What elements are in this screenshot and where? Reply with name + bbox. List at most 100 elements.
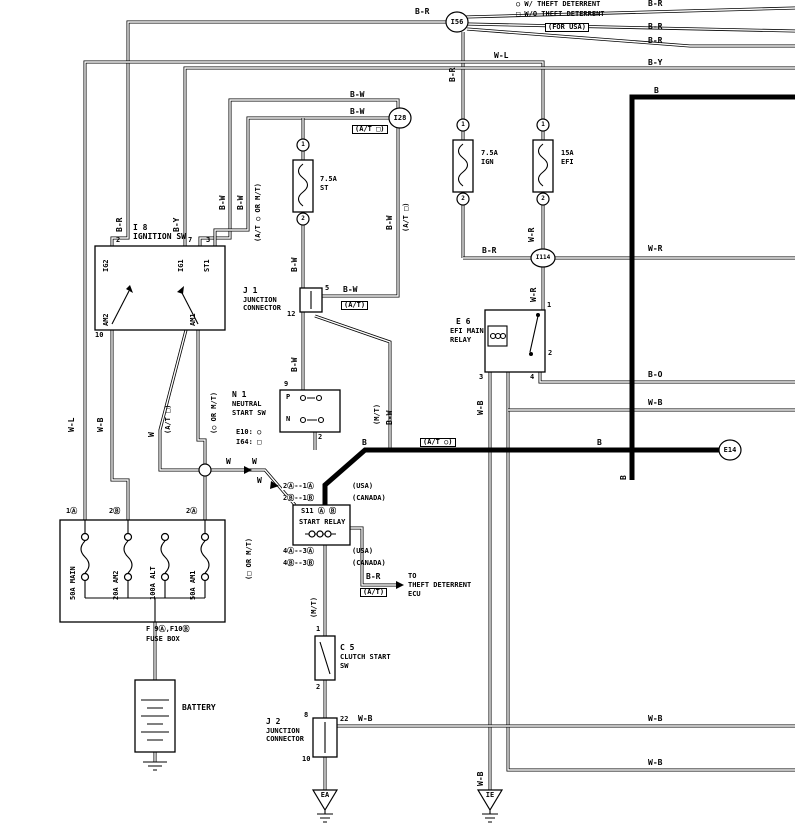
ground-icon [143,761,167,771]
w-arrow-icon [244,466,252,474]
fuse-st-rating: 7.5A [320,175,337,183]
ignition-sw-id: I 8 [133,223,148,232]
w-arrow-icon [270,481,279,489]
annotation-canada: (CANADA) [352,559,386,567]
c5-name1: CLUTCH START [340,653,391,661]
wire-label-bw: B-W [236,195,245,210]
connector-i114-label: I114 [535,254,551,261]
pin-label: 10 [95,331,104,339]
wire-label-br: B-R [648,36,663,45]
wire-label-wb: W-B [476,771,485,786]
connector-i56 [445,11,469,33]
n1-box [279,389,341,433]
battery-label: BATTERY [182,703,216,712]
annotation-mt: (M/T) [310,596,318,618]
terminal-number: 1 [461,121,465,128]
wire-label-bw: B-W [290,357,299,372]
annotation-usa: (USA) [352,482,374,490]
pin-label: 9 [284,380,289,388]
annotation-usa: (USA) [352,547,374,555]
j1-name2: CONNECTOR [243,304,281,312]
wire-label-wb: W-B [648,758,663,767]
wire-label-bw: B-W [343,285,358,294]
fuse-name-100a-alt: 100A ALT [149,566,157,600]
terminal [536,118,550,132]
for-usa-tag: (FOR USA) [545,23,589,32]
fuse-box-name: FUSE BOX [146,635,180,643]
legend-without-theft: □ W/O THEFT DETERRENT [516,10,605,18]
junction-node [198,463,212,477]
fuse-efi-box [532,139,554,193]
annotation-at-c: (A/T ○) [420,438,456,447]
wire-label-br: B-R [482,246,497,255]
terminal-number: 1 [541,121,545,128]
wire-label-by: B-Y [172,217,181,232]
wire-label-br: B-R [448,67,457,82]
annotation-mt: (M/T) [373,403,381,425]
e6-relay-box [484,309,546,373]
fuse-element [200,540,210,574]
wire-label-wl: W-L [494,51,509,60]
ground-icon [482,810,498,823]
pin-label: 2 [548,349,553,357]
pin-label: 2 [116,236,121,244]
annotation-at: (A/T) [360,588,388,597]
wire-label-bw: B-W [350,90,365,99]
connector-i114 [530,248,556,268]
fuse-name-20a-am2: 20A AM2 [112,570,120,600]
wire-label-b: B [619,475,628,480]
n1-position-p: P [286,393,291,401]
wire-label-wb: W-B [96,417,105,432]
wire-label-wb: W-B [476,400,485,415]
fuse-efi-name: EFI [561,158,574,166]
terminal [456,192,470,206]
fuse-name-50a-main: 50A MAIN [69,566,77,600]
n1-name1: NEUTRAL [232,400,262,408]
pin-label: 2 [316,683,321,691]
fuse-name-50a-am1: 50A AM1 [189,570,197,600]
fuse-ign-rating: 7.5A [481,149,498,157]
wire-label-bw: B-W [350,107,365,116]
fuse-efi-rating: 15A [561,149,574,157]
wire-b-thick-right [629,94,795,480]
switch-arm [180,290,199,325]
n1-position-n: N [286,415,291,423]
pin-label: 2Ⓐ [186,507,198,515]
wire-label-b: B [597,438,602,447]
wire-label-wl: W-L [67,417,76,432]
wire-label-wr: W-R [648,244,663,253]
annotation-i64: I64: □ [236,438,262,446]
annotation-at-sq: (A/T □) [164,404,172,434]
fuse-element [80,540,90,574]
pin-label: 10 [302,755,311,763]
fuse-element [160,540,170,574]
annotation-at: (A/T) [341,301,369,310]
annotation-e10: E10: ○ [236,428,262,436]
wire-label-bw: B-W [290,257,299,272]
s11-id: S11 Ⓐ Ⓑ [300,507,338,515]
s11-row-2a1a: 2Ⓐ--1Ⓐ [282,482,315,490]
e6-name2: RELAY [450,336,472,344]
wire-label-br: B-R [115,217,124,232]
battery-plates [141,699,169,741]
n1-name2: START SW [232,409,266,417]
wire-label-bw: B-W [385,215,394,230]
connector-e14 [718,439,742,461]
wire-label-bo: B-O [648,370,663,379]
s11-row-4a3a: 4Ⓐ--3Ⓐ [282,547,315,555]
terminal [296,212,310,226]
annotation-at-sq: (A/T □) [352,125,388,134]
fuse-ign-box [452,139,474,193]
terminal [456,118,470,132]
wire-label-w: W [226,457,231,466]
wire-label-bw: B-W [218,195,227,210]
pin-label: 8 [304,711,309,719]
pin-label: 1 [547,301,552,309]
e6-id: E 6 [456,317,471,326]
pin-label: 3 [479,373,484,381]
ground-ea-triangle [311,789,339,812]
annotation-at-sq: (A/T □) [402,202,410,232]
connector-e14-label: E14 [723,446,737,454]
